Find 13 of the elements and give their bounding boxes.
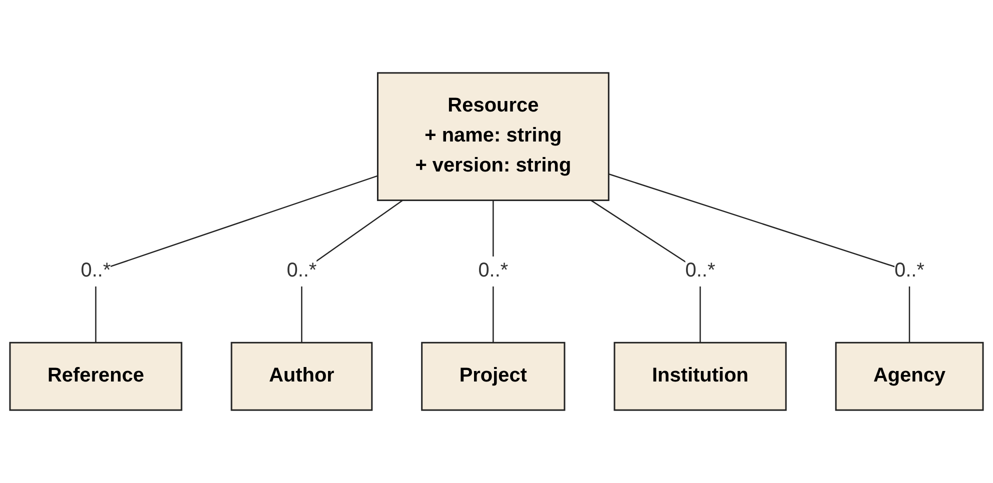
edge-label: 0..* [478,260,508,282]
connector [608,173,910,343]
node-box: Reference [9,342,182,411]
node-box: Resource + name: string + version: string [376,72,610,202]
node-box: Project [421,342,566,411]
node-box: Institution [614,342,787,411]
edge-label: 0..* [286,260,317,282]
connector [95,175,378,343]
node-box: Author [230,342,373,411]
edge-label: 0..* [80,260,111,282]
edge-label: 0..* [685,260,716,282]
edge-label: 0..* [894,260,924,282]
node-box: Agency [835,342,984,411]
